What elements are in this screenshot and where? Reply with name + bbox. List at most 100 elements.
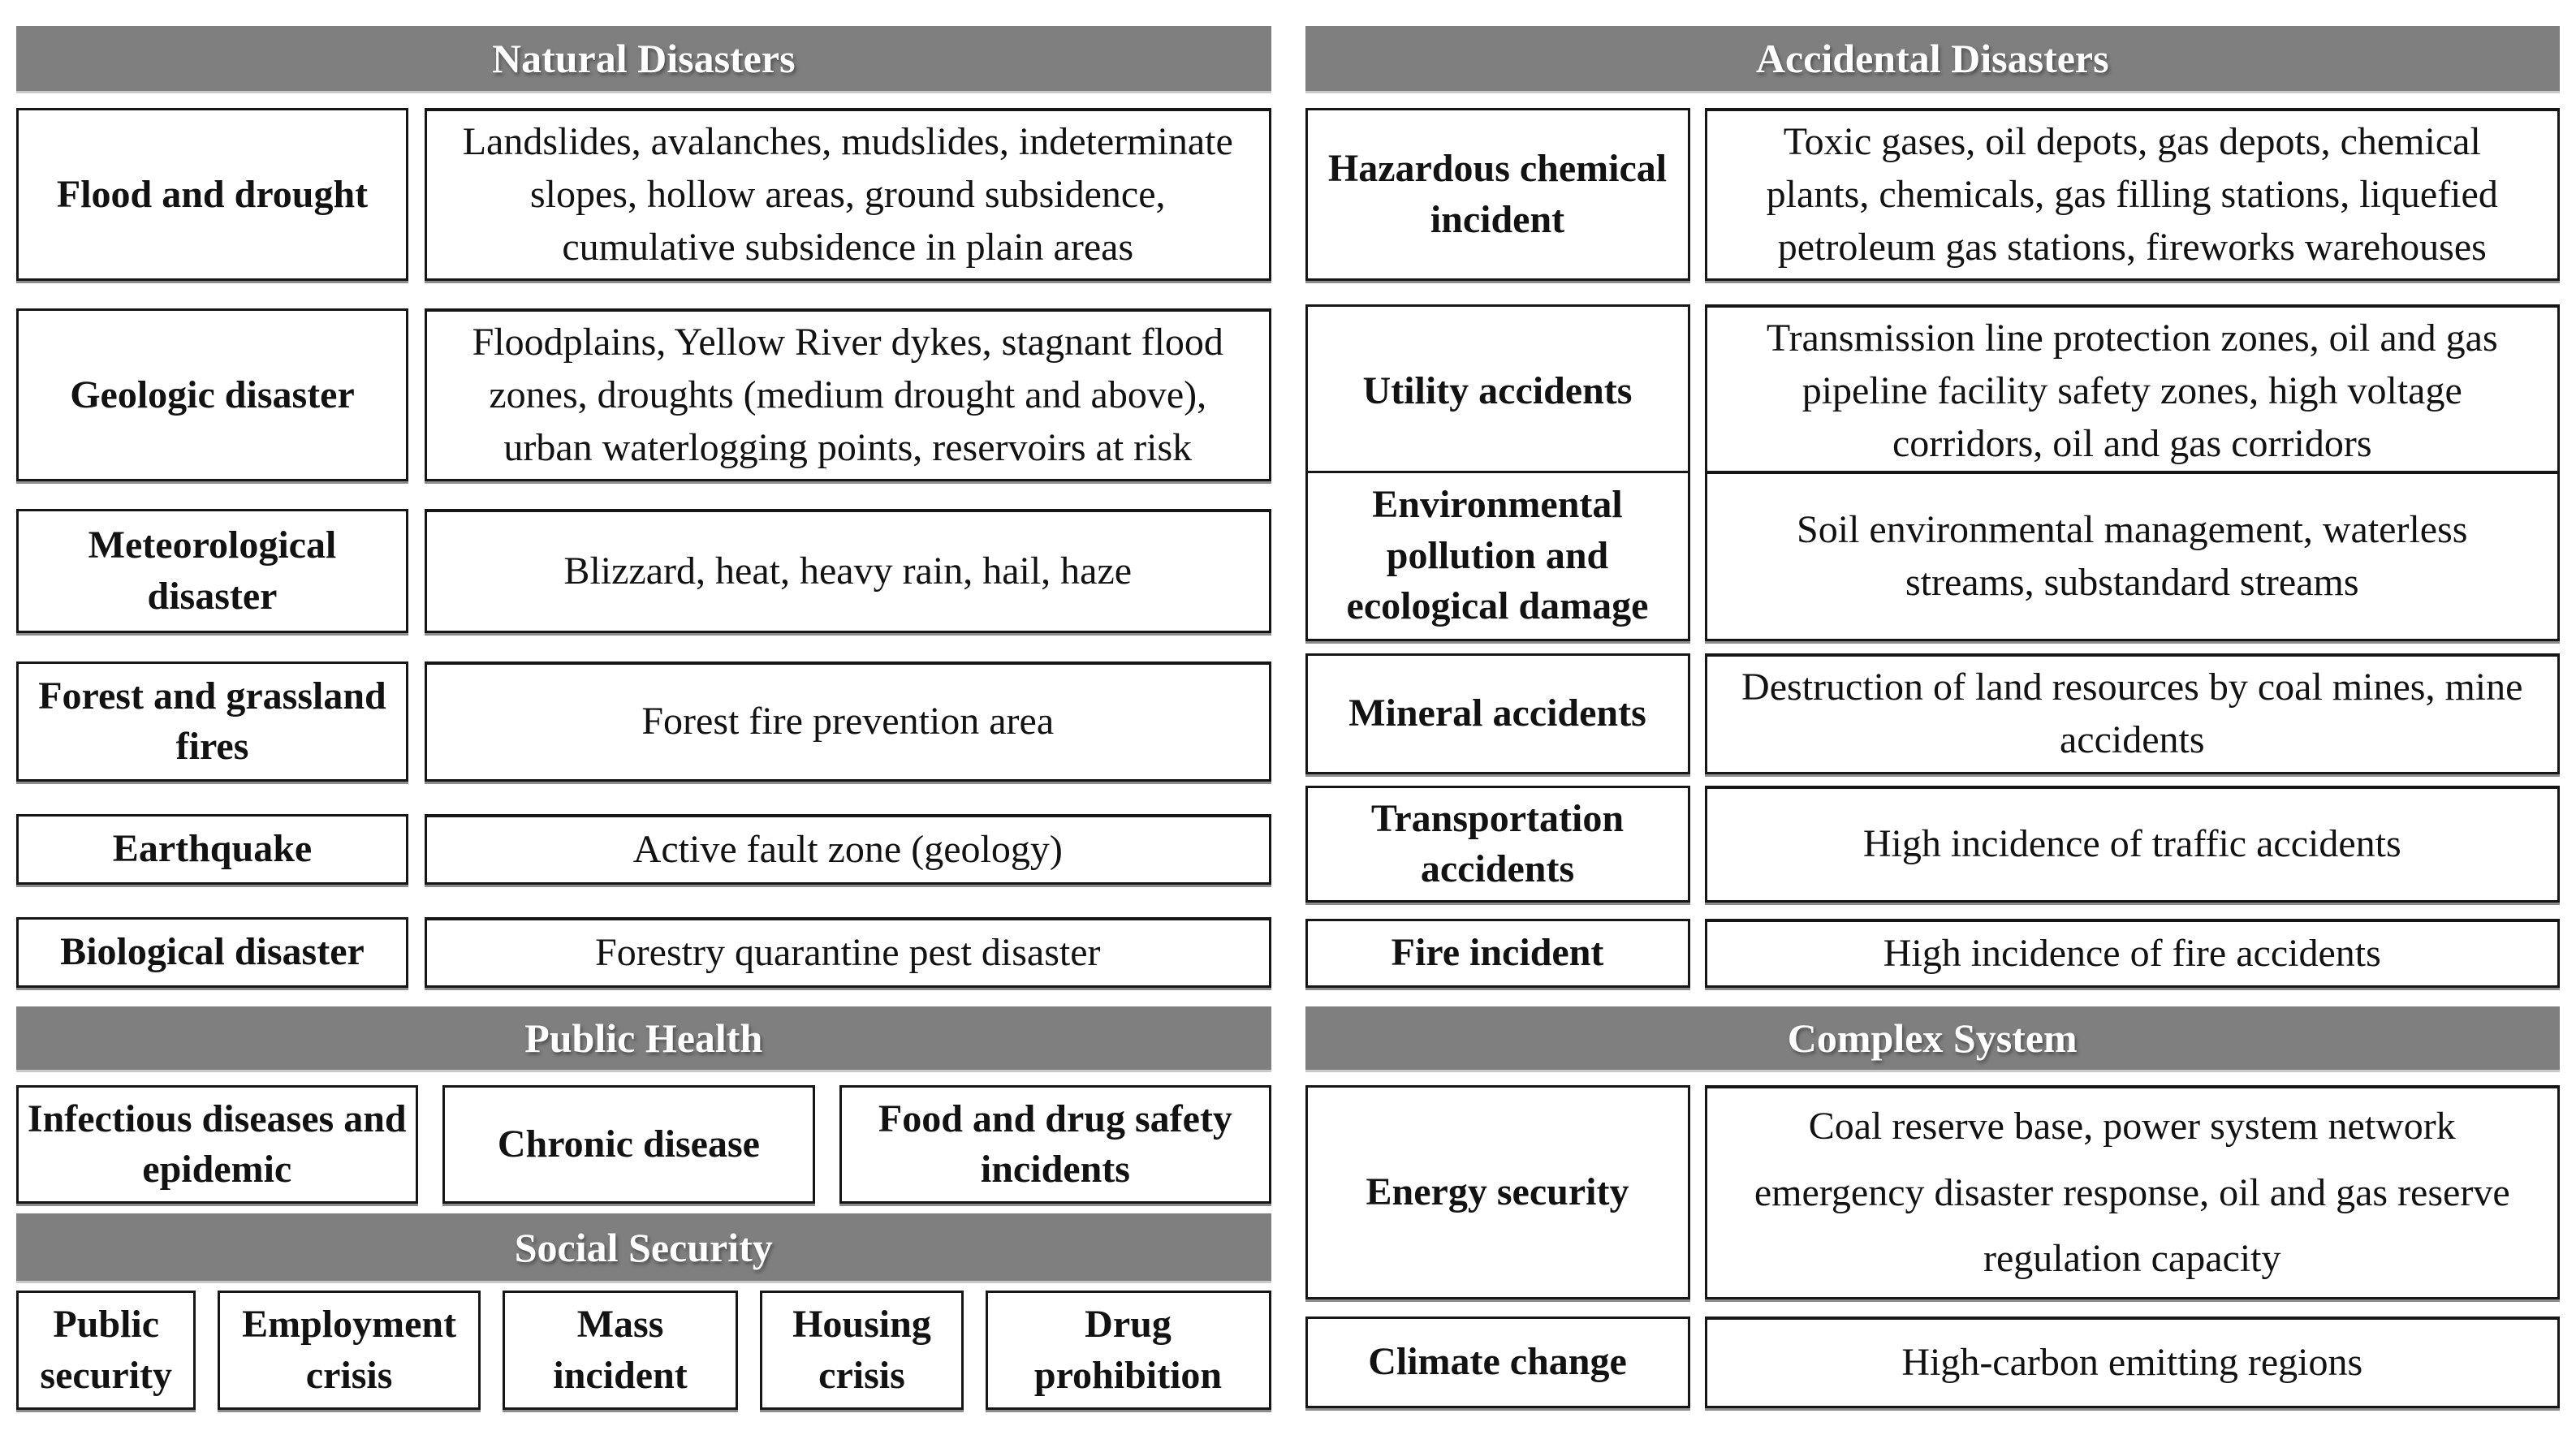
row-flood-and-drought: Flood and drought Landslides, avalanches… <box>16 108 1271 282</box>
meteorological-disaster-desc-box: Blizzard, heat, heavy rain, hail, haze <box>425 509 1271 633</box>
hazardous-chemical-label: Hazardous chemical incident <box>1327 147 1668 241</box>
social-security-cells: Public security Employment crisis Mass i… <box>16 1291 1271 1410</box>
biological-disaster-label: Biological disaster <box>60 930 365 974</box>
energy-security-label-box: Energy security <box>1305 1085 1690 1299</box>
cell-chronic-disease: Chronic disease <box>442 1085 816 1204</box>
row-utility-accidents: Utility accidents Transmission line prot… <box>1305 304 2560 478</box>
row-earthquake: Earthquake Active fault zone (geology) <box>16 814 1271 885</box>
earthquake-label-box: Earthquake <box>16 814 408 885</box>
mineral-accidents-label: Mineral accidents <box>1348 692 1646 735</box>
complex-system-title: Complex System <box>1787 1015 2078 1061</box>
earthquake-label: Earthquake <box>112 827 313 871</box>
forest-grassland-fires-label: Forest and grassland fires <box>38 674 386 768</box>
housing-crisis-label: Housing crisis <box>792 1303 931 1397</box>
infectious-diseases-label: Infectious diseases and epidemic <box>27 1097 407 1191</box>
row-environmental-pollution: Environmental pollution and ecological d… <box>1305 471 2560 641</box>
environmental-pollution-label: Environmental pollution and ecological d… <box>1346 483 1649 628</box>
forest-grassland-fires-desc-box: Forest fire prevention area <box>425 661 1271 782</box>
accidental-disasters-header: Accidental Disasters <box>1305 26 2560 91</box>
earthquake-desc-box: Active fault zone (geology) <box>425 814 1271 885</box>
transportation-accidents-label: Transportation accidents <box>1370 796 1625 890</box>
fire-incident-desc-box: High incidence of fire accidents <box>1704 919 2560 988</box>
row-meteorological-disaster: Meteorological disaster Blizzard, heat, … <box>16 509 1271 633</box>
meteorological-disaster-desc: Blizzard, heat, heavy rain, hail, haze <box>563 549 1133 593</box>
fire-incident-desc: High incidence of fire accidents <box>1883 931 2381 975</box>
food-drug-safety-label: Food and drug safety incidents <box>878 1097 1232 1191</box>
natural-disasters-title: Natural Disasters <box>491 36 796 81</box>
energy-security-label: Energy security <box>1366 1170 1629 1213</box>
climate-change-desc-box: High-carbon emitting regions <box>1704 1316 2560 1408</box>
utility-accidents-desc: Transmission line protection zones, oil … <box>1766 317 2498 465</box>
cell-food-drug-safety: Food and drug safety incidents <box>839 1085 1271 1204</box>
biological-disaster-label-box: Biological disaster <box>16 917 408 988</box>
natural-disasters-header: Natural Disasters <box>16 26 1271 91</box>
public-health-title: Public Health <box>524 1015 763 1061</box>
right-column: Accidental Disasters Hazardous chemical … <box>1305 26 2560 1435</box>
public-health-header: Public Health <box>16 1006 1271 1070</box>
row-energy-security: Energy security Coal reserve base, power… <box>1305 1085 2560 1299</box>
environmental-pollution-label-box: Environmental pollution and ecological d… <box>1305 471 1690 641</box>
environmental-pollution-desc: Soil environmental management, waterless… <box>1797 507 2468 604</box>
energy-security-desc: Coal reserve base, power system network … <box>1754 1105 2510 1281</box>
cell-mass-incident: Mass incident <box>502 1291 739 1410</box>
employment-crisis-label: Employment crisis <box>242 1303 457 1397</box>
biological-disaster-desc-box: Forestry quarantine pest disaster <box>425 917 1271 988</box>
cell-housing-crisis: Housing crisis <box>760 1291 964 1410</box>
cell-public-security: Public security <box>16 1291 196 1410</box>
meteorological-disaster-label: Meteorological disaster <box>88 524 337 618</box>
accidental-disasters-title: Accidental Disasters <box>1755 36 2109 81</box>
utility-accidents-label: Utility accidents <box>1362 368 1633 412</box>
social-security-title: Social Security <box>514 1224 773 1270</box>
environmental-pollution-desc-box: Soil environmental management, waterless… <box>1704 471 2560 641</box>
flood-and-drought-label: Flood and drought <box>56 172 369 216</box>
public-health-cells: Infectious diseases and epidemic Chronic… <box>16 1085 1271 1204</box>
row-forest-grassland-fires: Forest and grassland fires Forest fire p… <box>16 661 1271 782</box>
energy-security-desc-box: Coal reserve base, power system network … <box>1704 1085 2560 1299</box>
forest-grassland-fires-label-box: Forest and grassland fires <box>16 661 408 782</box>
transportation-accidents-label-box: Transportation accidents <box>1305 786 1690 903</box>
geologic-disaster-desc: Floodplains, Yellow River dykes, stagnan… <box>472 321 1223 469</box>
flood-and-drought-desc: Landslides, avalanches, mudslides, indet… <box>462 120 1233 269</box>
row-transportation-accidents: Transportation accidents High incidence … <box>1305 786 2560 903</box>
cell-employment-crisis: Employment crisis <box>218 1291 481 1410</box>
cell-infectious-diseases: Infectious diseases and epidemic <box>16 1085 418 1204</box>
row-fire-incident: Fire incident High incidence of fire acc… <box>1305 919 2560 988</box>
chronic-disease-label: Chronic disease <box>497 1122 760 1166</box>
left-column: Natural Disasters Flood and drought Land… <box>16 26 1271 1435</box>
climate-change-desc: High-carbon emitting regions <box>1901 1340 2363 1384</box>
climate-change-label-box: Climate change <box>1305 1316 1690 1408</box>
utility-accidents-desc-box: Transmission line protection zones, oil … <box>1704 304 2560 478</box>
fire-incident-label-box: Fire incident <box>1305 919 1690 988</box>
flood-and-drought-label-box: Flood and drought <box>16 108 408 282</box>
row-hazardous-chemical-incident: Hazardous chemical incident Toxic gases,… <box>1305 108 2560 282</box>
climate-change-label: Climate change <box>1368 1340 1627 1384</box>
row-geologic-disaster: Geologic disaster Floodplains, Yellow Ri… <box>16 308 1271 482</box>
biological-disaster-desc: Forestry quarantine pest disaster <box>595 930 1101 974</box>
hazardous-chemical-desc-box: Toxic gases, oil depots, gas depots, che… <box>1704 108 2560 282</box>
earthquake-desc: Active fault zone (geology) <box>632 827 1063 871</box>
cell-drug-prohibition: Drug prohibition <box>985 1291 1271 1410</box>
forest-grassland-fires-desc: Forest fire prevention area <box>641 700 1055 743</box>
fire-incident-label: Fire incident <box>1391 931 1604 975</box>
drug-prohibition-label: Drug prohibition <box>1033 1303 1223 1397</box>
geologic-disaster-label: Geologic disaster <box>70 373 355 416</box>
social-security-header: Social Security <box>16 1213 1271 1281</box>
geologic-disaster-desc-box: Floodplains, Yellow River dykes, stagnan… <box>425 308 1271 482</box>
hazardous-chemical-desc: Toxic gases, oil depots, gas depots, che… <box>1766 120 2498 269</box>
hazardous-chemical-label-box: Hazardous chemical incident <box>1305 108 1690 282</box>
utility-accidents-label-box: Utility accidents <box>1305 304 1690 478</box>
meteorological-disaster-label-box: Meteorological disaster <box>16 509 408 633</box>
row-climate-change: Climate change High-carbon emitting regi… <box>1305 1316 2560 1408</box>
mineral-accidents-desc-box: Destruction of land resources by coal mi… <box>1704 653 2560 774</box>
row-mineral-accidents: Mineral accidents Destruction of land re… <box>1305 653 2560 774</box>
flood-and-drought-desc-box: Landslides, avalanches, mudslides, indet… <box>425 108 1271 282</box>
geologic-disaster-label-box: Geologic disaster <box>16 308 408 482</box>
mineral-accidents-label-box: Mineral accidents <box>1305 653 1690 774</box>
mineral-accidents-desc: Destruction of land resources by coal mi… <box>1741 666 2523 761</box>
complex-system-header: Complex System <box>1305 1006 2560 1070</box>
mass-incident-label: Mass incident <box>553 1303 688 1397</box>
transportation-accidents-desc-box: High incidence of traffic accidents <box>1704 786 2560 903</box>
public-security-label: Public security <box>40 1303 173 1397</box>
transportation-accidents-desc: High incidence of traffic accidents <box>1862 822 2401 866</box>
